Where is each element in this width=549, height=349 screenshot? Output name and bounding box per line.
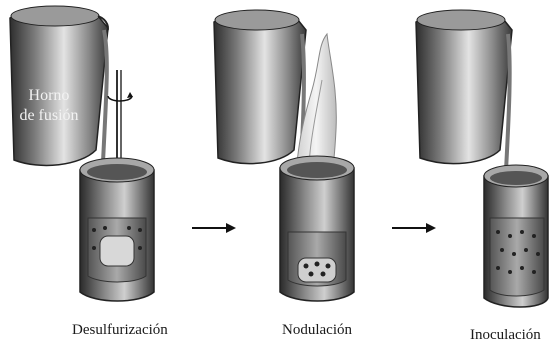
furnace-ladle-2 <box>214 10 306 164</box>
furnace-label: Horno de fusión <box>14 86 84 126</box>
furnace-ladle-3 <box>416 10 512 164</box>
process-arrow-1-icon <box>192 223 236 233</box>
furnace-label-line2: de fusión <box>14 106 84 126</box>
stage-label-desulfurization: Desulfurización <box>72 322 168 339</box>
stage-label-inoculation: Inoculación <box>470 327 541 344</box>
furnace-label-line1: Horno <box>14 86 84 106</box>
treatment-vessel-1 <box>80 158 154 301</box>
treatment-vessel-3 <box>484 165 548 307</box>
rotor-impeller <box>100 236 134 266</box>
stage-label-nodulation: Nodulación <box>282 322 352 339</box>
process-arrow-2-icon <box>392 223 436 233</box>
treatment-vessel-2 <box>280 156 354 301</box>
